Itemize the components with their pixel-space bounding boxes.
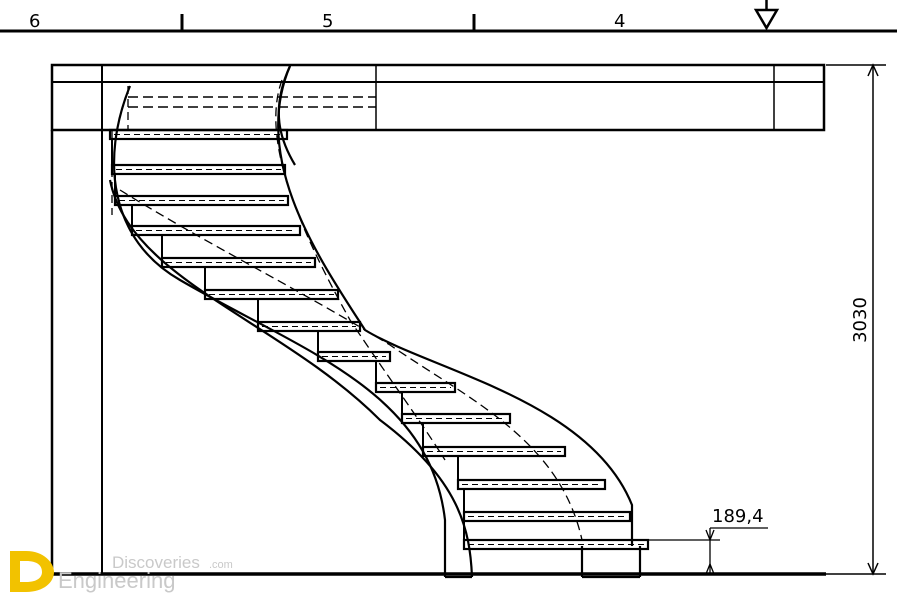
stringers [108,65,642,579]
watermark-logo: Discoveries .com Engineering [10,551,233,593]
stair-tread [108,128,289,141]
rise-dimension [648,527,768,575]
hidden-beam [128,96,376,108]
stair-tread [316,350,392,363]
stair-tread [130,224,302,237]
watermark-line1-suffix: .com [209,559,233,571]
walk-line-2 [275,79,446,461]
stair-tread [160,256,317,269]
stair-tread [400,412,512,425]
level-marker-icon [753,0,780,31]
stair-tread [113,194,290,207]
grid-axis [0,0,897,33]
stringer-top-edge [277,65,296,166]
floor-slab [50,63,826,132]
arrow-icon [867,562,879,576]
logo-mark-icon [10,551,54,592]
arrow-icon [705,529,715,542]
axis-label-6: 6 [29,11,40,32]
stair-tread [462,510,632,523]
step-rise-label: 189,4 [712,506,764,527]
stair-tread [374,381,457,394]
stair-tread [256,320,362,333]
height-dimension [826,63,886,576]
outer-stringer [277,65,634,546]
axis-label-5: 5 [322,11,333,32]
stair-tread [421,445,567,458]
stair-tread [456,478,607,491]
watermark-line1: Discoveries [112,553,200,572]
watermark-line2: Engineering [58,568,175,593]
walk-line [119,189,583,541]
arrow-icon [867,63,879,77]
hidden-lines [119,79,583,541]
bottom-newel [445,546,642,579]
arrow-icon [705,562,715,575]
stair-tread [110,163,287,176]
axis-label-4: 4 [614,11,625,32]
stair-tread [203,288,340,301]
total-height-label: 3030 [850,297,871,343]
stair-tread [462,538,650,551]
underside-stringer [108,179,474,578]
structure [50,63,826,576]
steps [108,128,650,551]
